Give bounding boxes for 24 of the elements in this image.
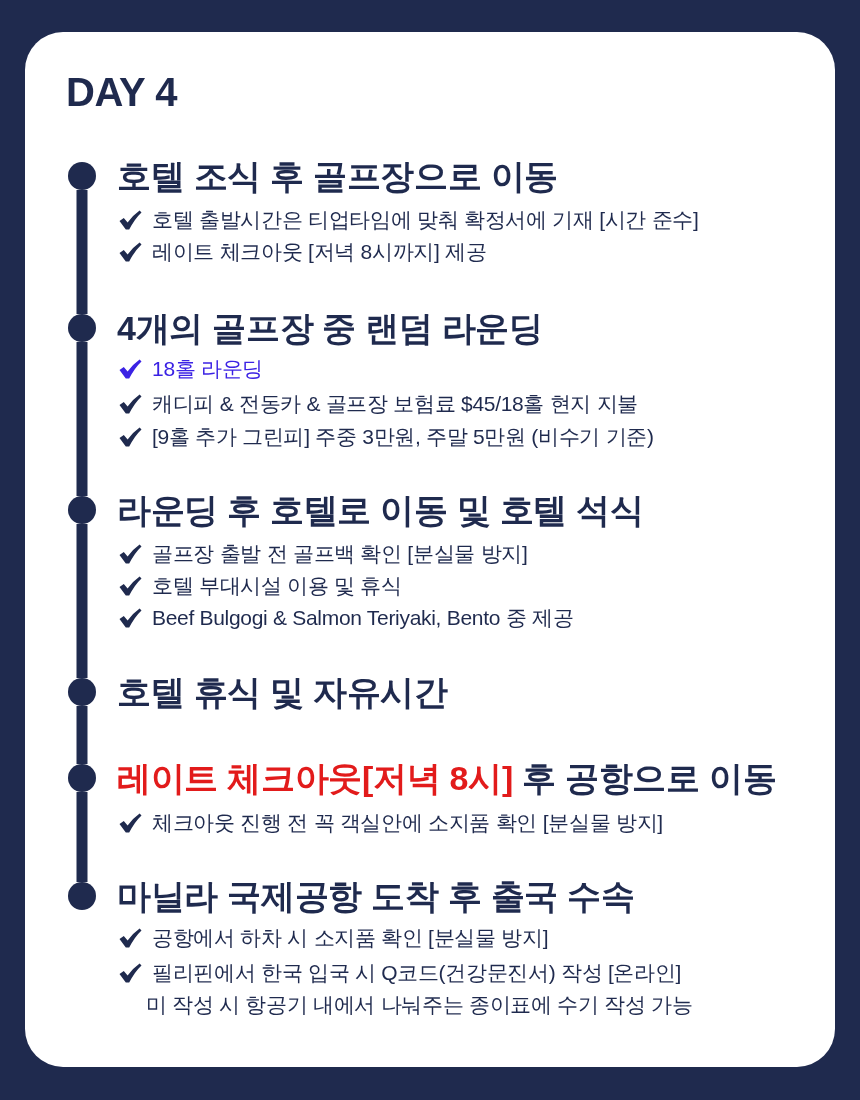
timeline-line — [76, 706, 88, 764]
timeline-line — [76, 342, 88, 496]
bullet-text: 호텔 부대시설 이용 및 휴식 — [152, 573, 402, 599]
step-heading: 후 공항으로 이동 — [522, 759, 777, 797]
step-heading: 레이트 체크아웃[저녁 8시] — [117, 759, 513, 797]
step-heading: 마닐라 국제공항 도착 후 출국 수속 — [117, 877, 635, 915]
timeline-line — [76, 190, 88, 314]
bullet-text: 체크아웃 진행 전 꼭 객실안에 소지품 확인 [분실물 방지] — [152, 810, 663, 836]
bullet-text: 18홀 라운딩 — [152, 356, 264, 382]
step-heading: 라운딩 후 호텔로 이동 및 호텔 석식 — [117, 491, 644, 529]
bullet-text: 호텔 출발시간은 티업타임에 맞춰 확정서에 기재 [시간 준수] — [152, 207, 699, 233]
bullet-text: Beef Bulgogi & Salmon Teriyaki, Bento 중 제공 — [152, 605, 574, 631]
bullet-text: 캐디피 & 전동카 & 골프장 보험료 $45/18홀 현지 지불 — [152, 391, 639, 417]
bullet-text: [9홀 추가 그린피] 주중 3만원, 주말 5만원 (비수기 기준) — [152, 424, 654, 450]
bullet-text: 필리핀에서 한국 입국 시 Q코드(건강문진서) 작성 [온라인] 미 작성 시 항공기 내에서 나눠주는 종이표에 수기 작성 가능 — [146, 960, 694, 1018]
step-heading: 4개의 골프장 중 랜덤 라운딩 — [117, 309, 543, 347]
timeline-line — [76, 792, 88, 882]
bullet-text: 레이트 체크아웃 [저녁 8시까지] 제공 — [152, 239, 487, 265]
step-heading: 호텔 휴식 및 자유시간 — [117, 673, 448, 711]
bullet-text: 공항에서 하차 시 소지품 확인 [분실물 방지] — [152, 925, 549, 951]
timeline-line — [76, 524, 88, 678]
bullet-text: 골프장 출발 전 골프백 확인 [분실물 방지] — [152, 541, 528, 567]
step-heading: 호텔 조식 후 골프장으로 이동 — [117, 157, 558, 195]
day-title: DAY 4 — [66, 69, 177, 116]
